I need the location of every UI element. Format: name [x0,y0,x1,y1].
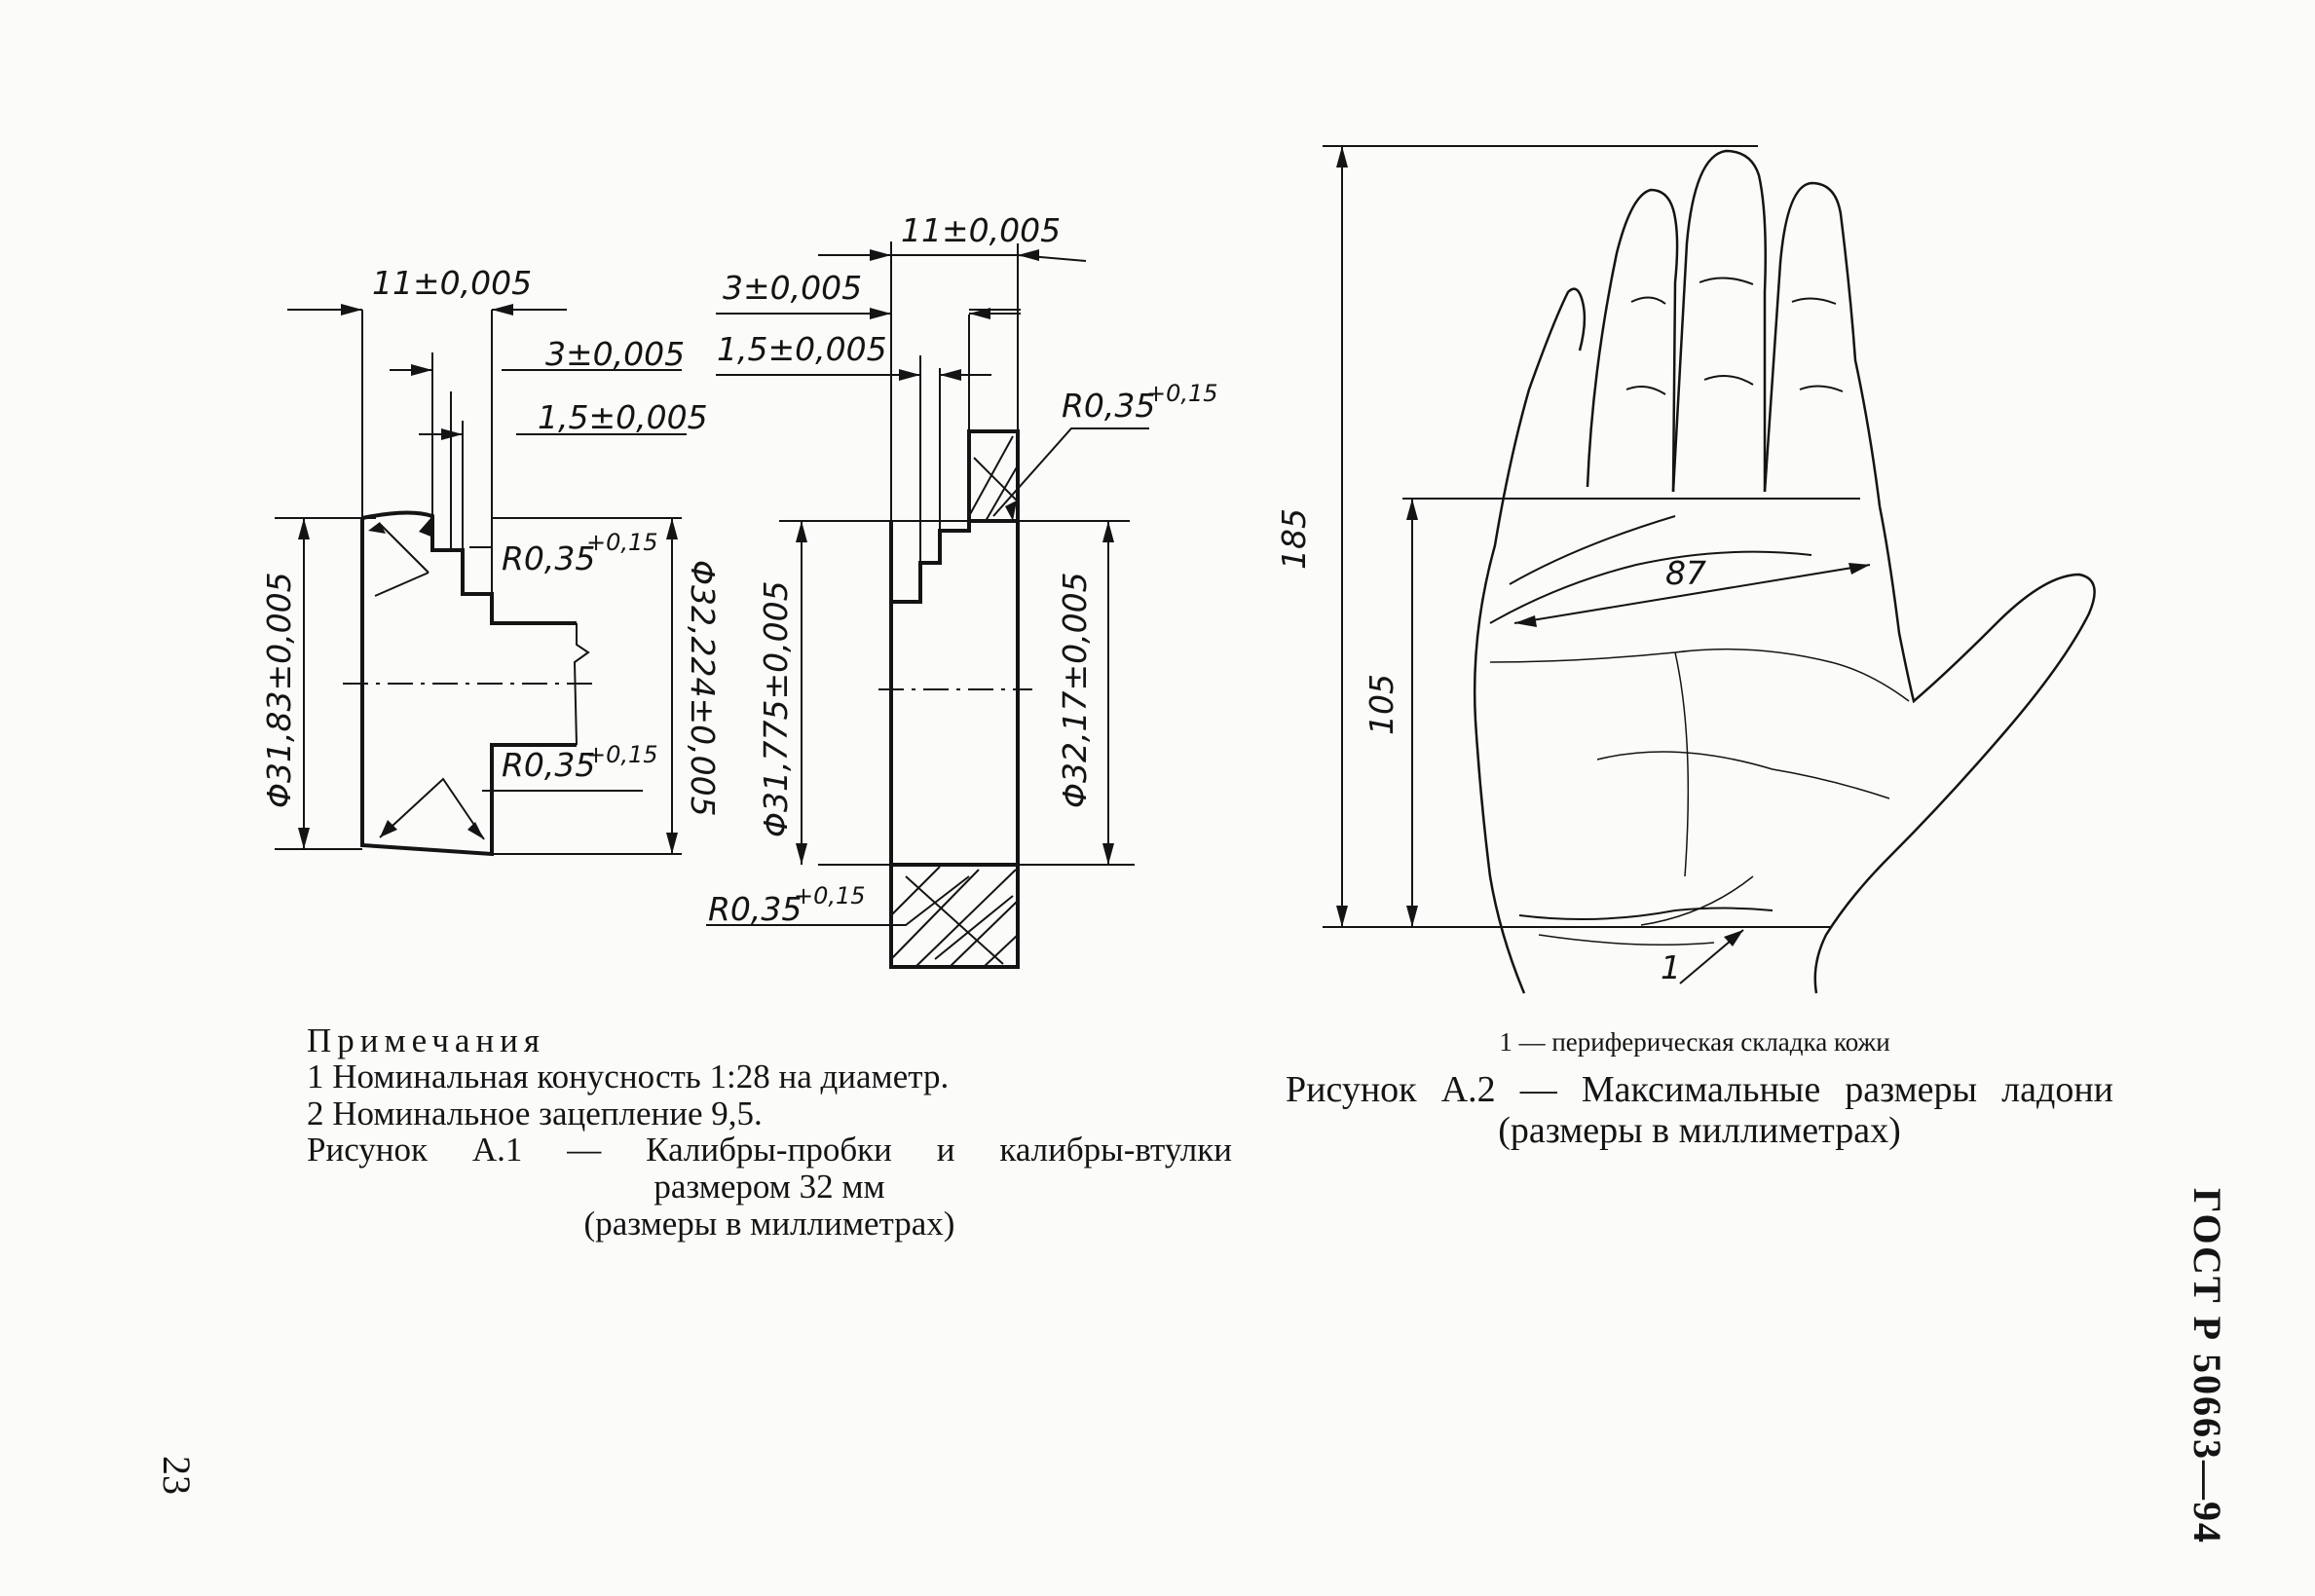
figure-a1-drawing: 11±0,005 3±0,005 1,5±0,005 R0,35 +0,15 R… [260,211,1218,969]
sleeve-radius-top: R0,35 [1062,387,1155,425]
palm-dim-palm-height: 105 [1363,674,1400,735]
sleeve-radius-bottom: R0,35 [708,890,802,928]
palm-outline [1473,149,2096,994]
figure-a1-caption-line1: Рисунок А.1 — Калибры-пробки и калибры-в… [307,1131,1232,1169]
figure-a2-drawing: 185 105 87 1 [1275,145,2096,994]
plug-radius-top: R0,35 [502,539,595,577]
figure-a2-legend: 1 — периферическая складка кожи [1499,1027,1890,1057]
sleeve-diameter-right: Φ32,17±0,005 [1056,572,1094,808]
sleeve-radius-top-tol: +0,15 [1146,380,1218,407]
sleeve-dim-step2: 1,5±0,005 [717,330,887,368]
figure-a2-caption-line2: (размеры в миллиметрах) [1498,1110,1901,1151]
plug-dim-width: 11±0,005 [372,264,532,302]
plug-radius-top-tol: +0,15 [586,529,658,556]
palm-dim-palm-width: 87 [1665,554,1706,592]
sleeve-hatching [890,435,1019,968]
plug-radius-bottom: R0,35 [502,746,595,784]
page-number: 23 [155,1456,199,1495]
note-2: 2 Номинальное зацепление 9,5. [307,1095,763,1132]
figure-a1-caption-line3: (размеры в миллиметрах) [583,1205,955,1243]
note-1: 1 Номинальная конусность 1:28 на диаметр… [307,1058,950,1095]
palm-dim-height: 185 [1275,508,1313,570]
sleeve-dim-width: 11±0,005 [901,211,1061,249]
sleeve-dim-step1: 3±0,005 [723,269,862,307]
plug-diameter-right: Φ32,224±0,005 [684,560,722,817]
plug-diameter-left: Φ31,83±0,005 [260,572,298,808]
figure-a1-caption-line2: размером 32 мм [653,1168,885,1206]
plug-radius-bottom-tol: +0,15 [586,741,658,768]
plug-dim-step1: 3±0,005 [545,335,685,373]
notes-heading: Примечания [307,1021,546,1059]
plug-break-line [573,623,590,746]
sleeve-radius-bottom-tol: +0,15 [794,882,866,909]
standard-designation: ГОСТ Р 50663—94 [2185,1188,2229,1545]
sleeve-diameter-left: Φ31,775±0,005 [757,580,795,837]
palm-callout: 1 [1661,948,1681,986]
figure-a2-caption-line1: Рисунок А.2 — Максимальные размеры ладон… [1286,1069,2113,1110]
plug-dim-step2: 1,5±0,005 [538,398,708,436]
